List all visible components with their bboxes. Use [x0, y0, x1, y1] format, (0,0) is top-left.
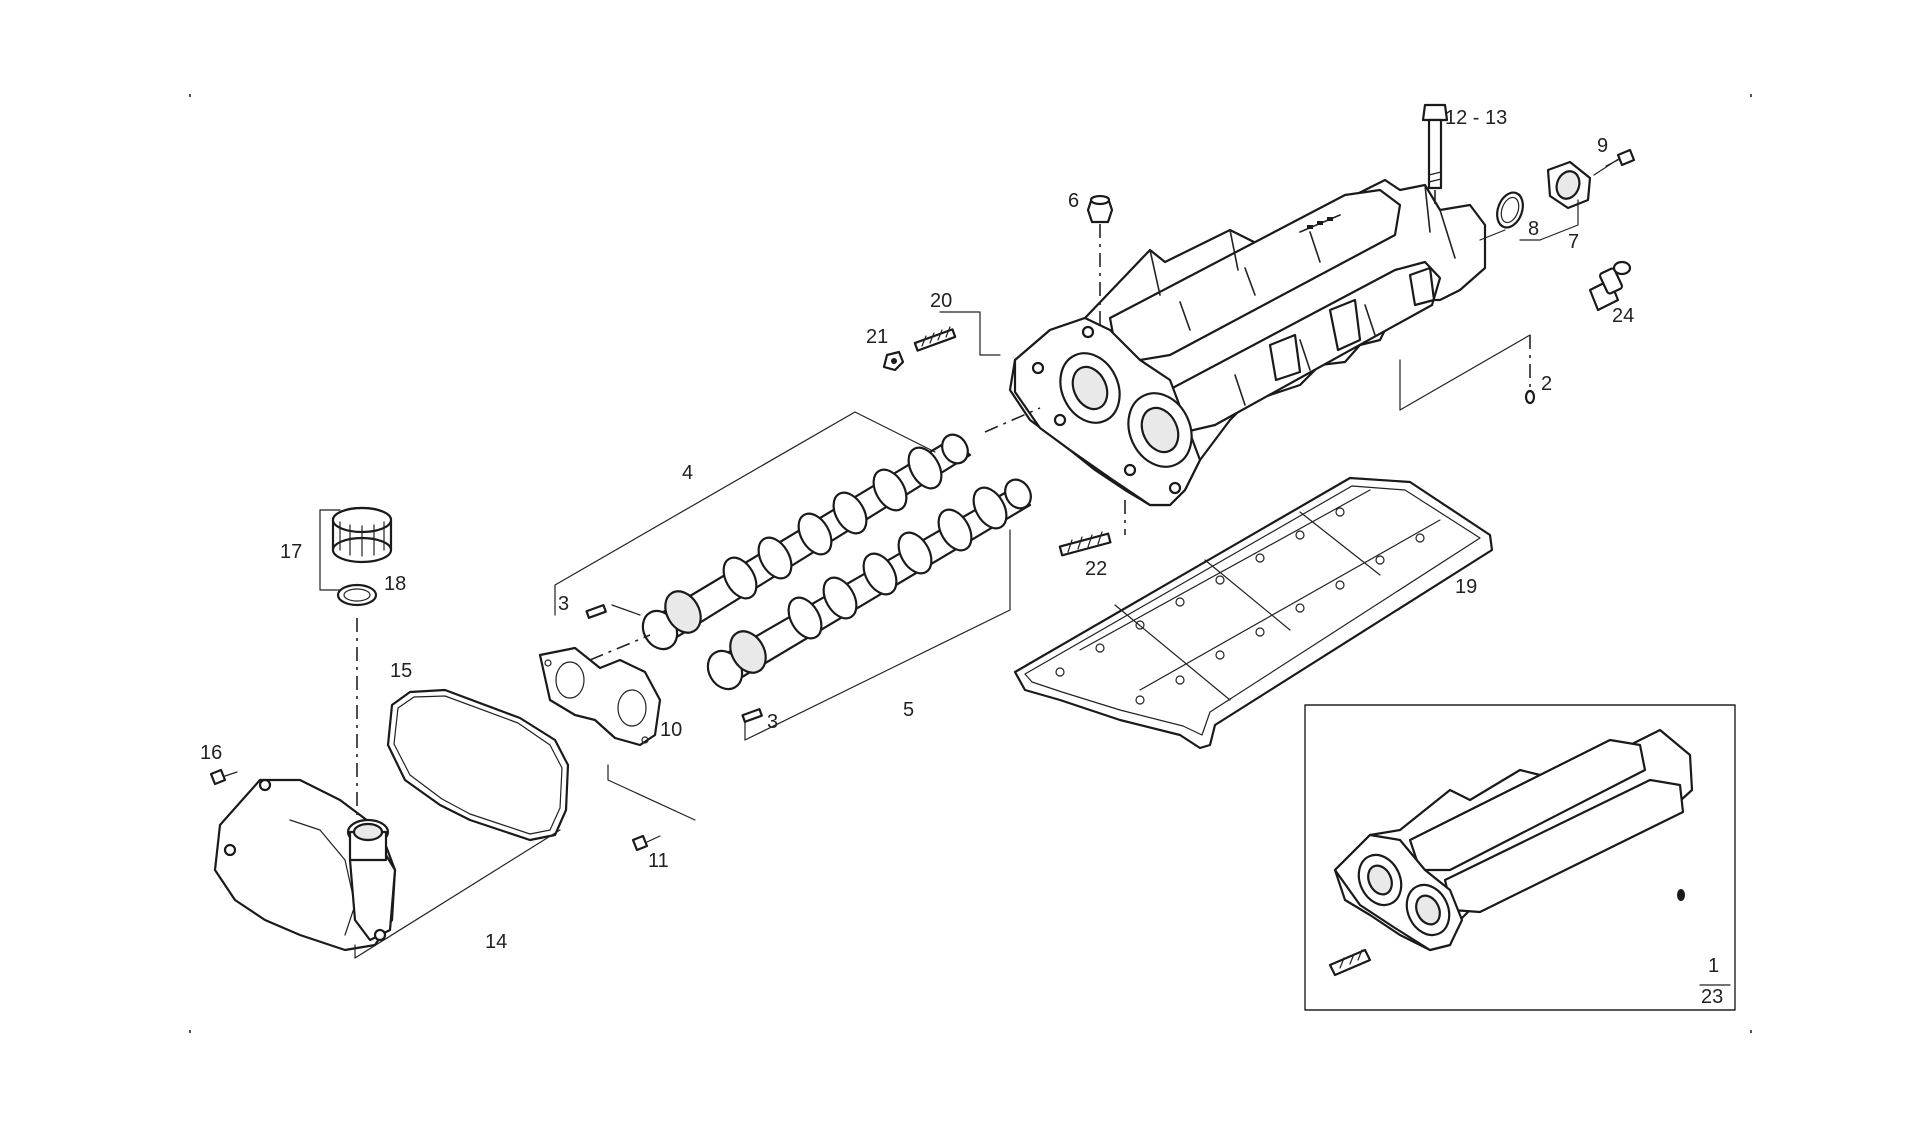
bracket-4 — [554, 411, 936, 616]
leader-10 — [589, 634, 651, 661]
fitting-24 — [1588, 260, 1632, 312]
callout-15: 15 — [390, 660, 412, 682]
callout-11: 11 — [648, 850, 669, 872]
callout-24: 24 — [1612, 305, 1634, 327]
callout-9: 9 — [1597, 135, 1608, 157]
callout-1: 1 — [1708, 955, 1719, 977]
callout-17: 17 — [280, 541, 302, 563]
callout-21: 21 — [866, 326, 888, 348]
callout-labels: 1 2 3 3 4 5 6 7 8 9 10 11 12 - 13 14 15 … — [200, 107, 1723, 1008]
leader-3a — [611, 604, 641, 616]
pin-2 — [1524, 389, 1536, 405]
leader-8 — [1479, 229, 1506, 241]
seal-ring-18 — [336, 583, 378, 607]
callout-22: 22 — [1085, 558, 1107, 580]
callout-19: 19 — [1455, 576, 1477, 598]
callout-5: 5 — [903, 699, 914, 721]
screw-11 — [631, 834, 661, 852]
callout-7: 7 — [1568, 231, 1579, 253]
callout-14: 14 — [485, 931, 507, 953]
callout-23: 23 — [1701, 986, 1723, 1008]
hex-plug — [1086, 194, 1114, 224]
o-ring-8 — [1496, 191, 1524, 229]
callout-6: 6 — [1068, 190, 1079, 212]
head-gasket-holes — [1055, 507, 1425, 705]
camshaft-5 — [706, 478, 1032, 691]
camshaft-housing — [1008, 178, 1487, 507]
camshaft-4 — [641, 433, 972, 651]
callout-3a: 3 — [558, 593, 569, 615]
inset-assembly-box — [1304, 704, 1736, 1011]
callout-16: 16 — [200, 742, 222, 764]
bracket-14 — [354, 829, 561, 959]
callout-3b: 3 — [767, 711, 778, 733]
stud-22 — [1058, 531, 1112, 557]
bracket-2 — [1399, 334, 1531, 411]
leader-cam-housing — [984, 407, 1041, 433]
head-gasket-19 — [1013, 476, 1494, 750]
callout-18: 18 — [384, 573, 406, 595]
stud-20 — [913, 326, 957, 352]
bracket-20 — [939, 311, 1001, 356]
cover-gasket-15 — [386, 688, 570, 842]
bracket-5 — [744, 529, 1011, 741]
callout-20: 20 — [930, 290, 952, 312]
gasket-10 — [538, 646, 662, 747]
leader-9 — [1593, 157, 1621, 176]
corner-ticks — [189, 94, 1752, 1033]
callout-4: 4 — [682, 462, 693, 484]
filler-cap-17 — [331, 506, 393, 564]
callout-2: 2 — [1541, 373, 1552, 395]
dowel-3a — [585, 604, 607, 619]
dowel-3b — [741, 708, 763, 723]
long-bolt — [1421, 103, 1449, 190]
flange-7 — [1546, 160, 1592, 210]
screw-16 — [209, 768, 238, 786]
front-cover-14 — [213, 778, 397, 952]
callout-10: 10 — [660, 719, 682, 741]
nut-21 — [882, 350, 905, 372]
callout-8: 8 — [1528, 218, 1539, 240]
bracket-11 — [607, 764, 696, 821]
callout-12-13: 12 - 13 — [1445, 107, 1507, 129]
bracket-17 — [319, 509, 341, 591]
bracket-7 — [1519, 199, 1579, 241]
